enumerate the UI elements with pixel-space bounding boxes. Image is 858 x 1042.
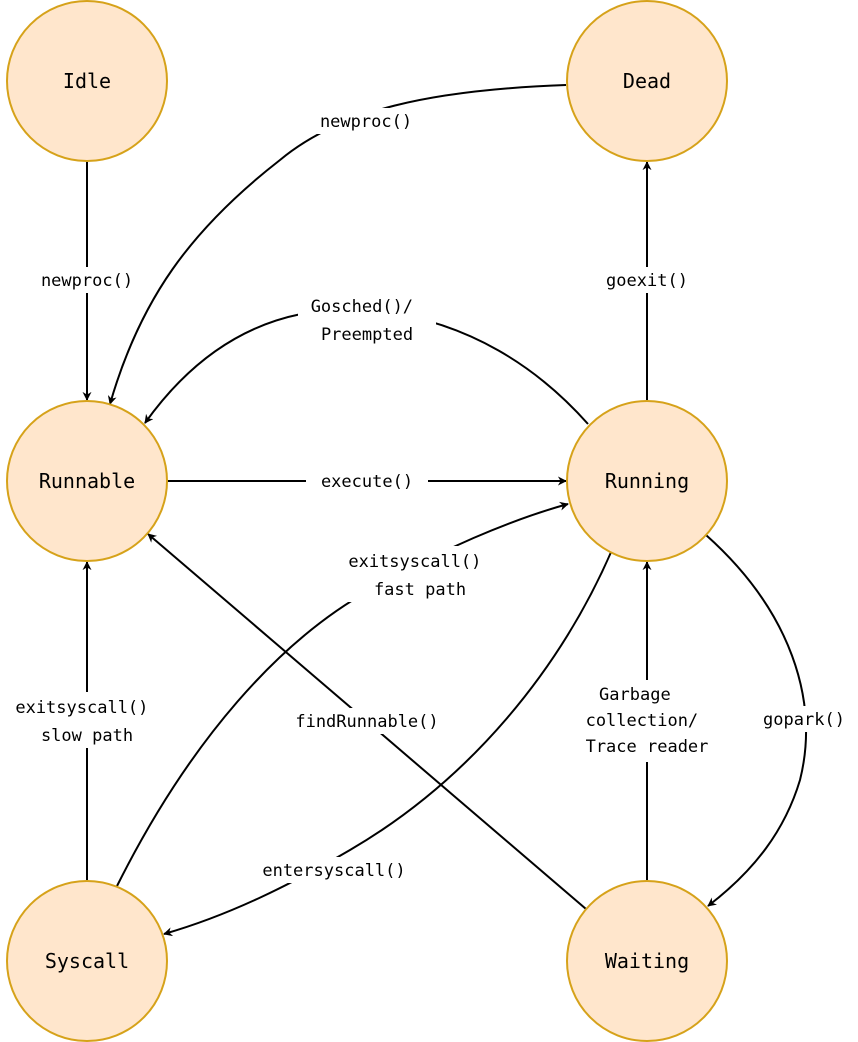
state-idle-label: Idle [63, 69, 111, 93]
label-syscall-to-running-line1: exitsyscall() [348, 552, 481, 572]
label-dead-to-runnable: newproc() [320, 112, 412, 132]
edge-labels: newproc() newproc() goexit() Gosched()/ … [0, 108, 858, 883]
state-runnable-label: Runnable [39, 469, 135, 493]
state-syscall: Syscall [6, 880, 168, 1042]
edge-syscall-to-running [116, 501, 569, 887]
label-syscall-to-runnable: exitsyscall() slow path [15, 698, 158, 746]
state-idle: Idle [6, 0, 168, 162]
edge-running-to-syscall [163, 549, 613, 937]
label-waiting-to-running-line1: Garbage [599, 685, 671, 705]
label-running-to-dead: goexit() [606, 271, 688, 291]
state-waiting: Waiting [566, 880, 728, 1042]
label-running-to-runnable-line1: Gosched()/ [311, 297, 413, 317]
nodes: Idle Dead Runnable Running Syscall Waiti… [6, 0, 728, 1042]
label-idle-to-runnable: newproc() [41, 271, 133, 291]
label-waiting-to-running-line3: Trace reader [586, 737, 709, 757]
edge-dead-to-runnable [107, 84, 567, 405]
label-waiting-to-runnable: findRunnable() [295, 712, 438, 732]
label-waiting-to-running-line2: collection/ [586, 711, 699, 731]
label-running-to-syscall: entersyscall() [262, 861, 405, 881]
label-syscall-to-runnable-line2: slow path [41, 726, 133, 746]
state-runnable: Runnable [6, 400, 168, 562]
state-syscall-label: Syscall [45, 949, 129, 973]
label-running-to-runnable: Gosched()/ Preempted [311, 297, 424, 345]
state-dead: Dead [566, 0, 728, 162]
label-syscall-to-running: exitsyscall() fast path [348, 552, 491, 600]
state-dead-label: Dead [623, 69, 671, 93]
label-running-to-runnable-line2: Preempted [321, 325, 413, 345]
label-runnable-to-running: execute() [321, 472, 413, 492]
label-running-to-waiting: gopark() [763, 710, 845, 730]
edge-running-to-waiting [705, 534, 807, 907]
label-waiting-to-running: Garbage collection/ Trace reader [586, 685, 709, 757]
state-running: Running [566, 400, 728, 562]
state-waiting-label: Waiting [605, 949, 689, 973]
label-syscall-to-runnable-line1: exitsyscall() [15, 698, 148, 718]
state-running-label: Running [605, 469, 689, 493]
label-syscall-to-running-line2: fast path [374, 580, 466, 600]
